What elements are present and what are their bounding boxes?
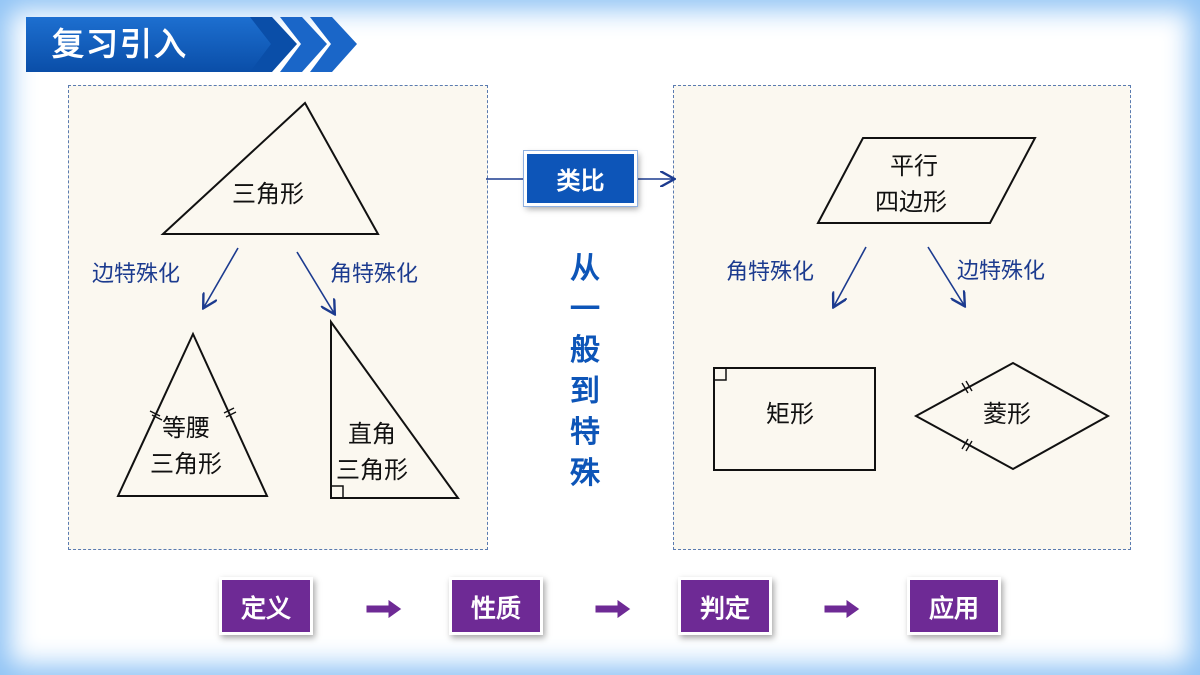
right-triangle-shape [330, 318, 460, 499]
analogy-box: 类比 [524, 151, 637, 206]
branch-arrow-left [204, 247, 239, 307]
triangle-shape [160, 101, 380, 235]
rhombus-shape [913, 361, 1111, 471]
rhombus-label: 菱形 [983, 400, 1031, 428]
step-application: 应用 [907, 577, 1001, 635]
isosceles-label-line2: 三角形 [150, 450, 222, 478]
right-triangle-label-line2: 三角形 [336, 456, 408, 484]
step-criteria: 判定 [678, 577, 772, 635]
general-to-special-text: 从 一 般 到 特 殊 [570, 251, 600, 491]
angle-specialization-label-2: 角特殊化 [726, 260, 815, 285]
branch-arrow-left-2 [834, 246, 867, 306]
step-arrow-icon [594, 598, 632, 620]
triangle-panel [68, 85, 488, 550]
section-title-banner: 复习引入 [26, 17, 271, 72]
quadrilateral-panel [673, 85, 1131, 550]
parallelogram-label-line1: 平行 [890, 152, 938, 180]
triangle-label: 三角形 [232, 180, 304, 208]
rectangle-shape [713, 367, 876, 471]
branch-arrow-right-2 [927, 246, 964, 305]
step-arrow-icon [823, 598, 861, 620]
right-triangle-label-line1: 直角 [348, 420, 396, 448]
step-arrow-icon [365, 598, 403, 620]
step-properties: 性质 [449, 577, 543, 635]
parallelogram-shape [816, 137, 1037, 224]
parallelogram-label-line2: 四边形 [875, 188, 947, 216]
branch-arrow-right [296, 251, 334, 313]
edge-specialization-label-2: 边特殊化 [957, 259, 1046, 284]
chevron-arrows-icon [250, 17, 357, 72]
rectangle-label: 矩形 [766, 400, 814, 428]
isosceles-label-line1: 等腰 [162, 414, 210, 442]
angle-specialization-label: 角特殊化 [330, 262, 419, 287]
step-definition: 定义 [219, 577, 313, 635]
edge-specialization-label: 边特殊化 [92, 262, 181, 287]
